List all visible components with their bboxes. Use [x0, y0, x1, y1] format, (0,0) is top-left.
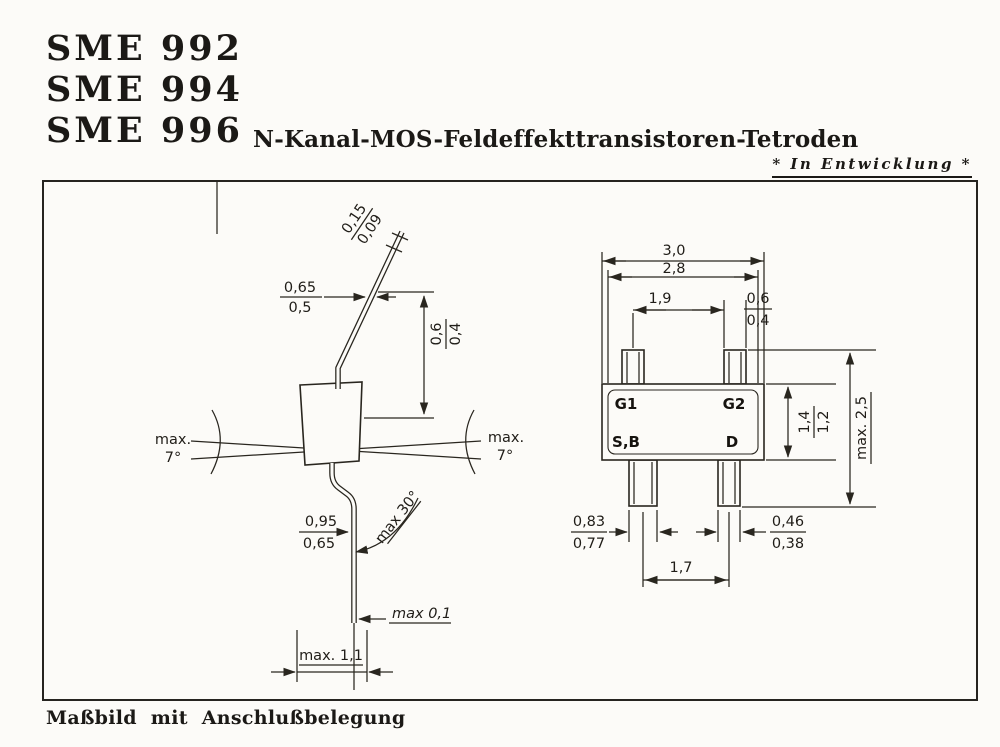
- lead-d: [717, 459, 741, 507]
- dim-lead-thickness: 0,15 0,09: [339, 201, 386, 247]
- lead-g1: [621, 349, 645, 385]
- seating-height-label: max 0,1: [392, 606, 451, 622]
- dim-body-width-max: 3,0: [601, 243, 765, 383]
- pin-label-g1: G1: [615, 395, 638, 413]
- dim-body-height: 1,4 1,2: [766, 383, 836, 461]
- body-width-min: 2,8: [662, 261, 685, 277]
- lead-width-max: 0,65: [284, 280, 316, 296]
- pin-label-g2: G2: [723, 395, 746, 413]
- angle-left-max: max.: [155, 432, 191, 448]
- gate-pitch-label: 1,9: [648, 291, 671, 307]
- dim-standoff: 0,95 0,65: [299, 514, 349, 552]
- gate-lead-width-max: 0,6: [746, 291, 769, 307]
- part-number-list: SME 992 SME 994 SME 996: [46, 28, 243, 151]
- pin-label-sb: S,B: [612, 433, 640, 451]
- dim-gate-lead-width: 0,6 0,4: [744, 291, 772, 329]
- status-note: * In Entwicklung *: [772, 155, 972, 178]
- angle-label-left: max. 7°: [155, 432, 191, 466]
- bend-angle-label: max 30°: [372, 488, 423, 547]
- body-height-max: 1,4: [797, 410, 813, 433]
- dim-lead-width: 0,65 0,5: [280, 280, 396, 316]
- dim-source-lead-width: 0,83 0,77: [571, 510, 678, 552]
- dim-overall-height: max. 2,5: [742, 349, 876, 508]
- dim-overall-width: max. 1,1: [271, 630, 393, 682]
- part-number: SME 994: [46, 69, 243, 110]
- body-width-max: 3,0: [662, 243, 685, 259]
- top-lead-profile: [335, 230, 409, 389]
- part-number: SME 992: [46, 28, 243, 69]
- body-height-min: 1,2: [816, 410, 832, 433]
- dim-bend-angle: max 30°: [355, 488, 423, 554]
- source-lead-width-max: 0,83: [573, 514, 605, 530]
- dimension-drawing: 0,15 0,09 0,65 0,5 0,: [155, 182, 876, 690]
- drain-lead-width-min: 0,38: [772, 536, 804, 552]
- pin-label-d: D: [726, 433, 738, 451]
- bottom-lead-profile: [329, 463, 357, 690]
- standoff-max: 0,95: [305, 514, 337, 530]
- dim-seating-height: max 0,1: [358, 606, 451, 624]
- lead-width-min: 0,5: [288, 300, 311, 316]
- tip-length-max: 0,6: [429, 322, 445, 345]
- angle-label-right: max. 7°: [488, 430, 524, 464]
- dim-drain-pitch: 1,7: [642, 512, 730, 587]
- package-body-top: [601, 383, 765, 461]
- lead-sb: [628, 459, 658, 507]
- overall-width-label: max. 1,1: [299, 648, 363, 664]
- standoff-min: 0,65: [303, 536, 335, 552]
- dim-body-width-min: 2,8: [607, 261, 759, 383]
- angle-right-value: 7°: [497, 448, 513, 464]
- figure-box: 0,15 0,09 0,65 0,5 0,: [42, 180, 978, 701]
- drain-pitch-label: 1,7: [669, 560, 692, 576]
- dim-tip-length: 0,6 0,4: [364, 291, 464, 419]
- dim-drain-lead-width: 0,46 0,38: [696, 510, 806, 552]
- angle-left-value: 7°: [165, 450, 181, 466]
- side-view: 0,15 0,09 0,65 0,5 0,: [155, 201, 524, 690]
- top-view: G1 G2 S,B D 3,0 2,: [571, 243, 876, 587]
- gate-lead-width-min: 0,4: [746, 313, 769, 329]
- part-number: SME 996: [46, 110, 243, 151]
- package-body-top-inner: [607, 389, 759, 455]
- page-title: N-Kanal-MOS-Feldeffekttransistoren-Tetro…: [253, 126, 859, 153]
- dim-gate-pitch: 1,9: [632, 291, 747, 348]
- package-body-side: [299, 381, 363, 466]
- lead-g2: [723, 349, 747, 385]
- drain-lead-width-max: 0,46: [772, 514, 804, 530]
- tip-length-min: 0,4: [448, 322, 464, 345]
- figure-caption: Maßbild mit Anschlußbelegung: [46, 707, 406, 729]
- angle-right-max: max.: [488, 430, 524, 446]
- source-lead-width-min: 0,77: [573, 536, 605, 552]
- overall-height-label: max. 2,5: [854, 396, 870, 460]
